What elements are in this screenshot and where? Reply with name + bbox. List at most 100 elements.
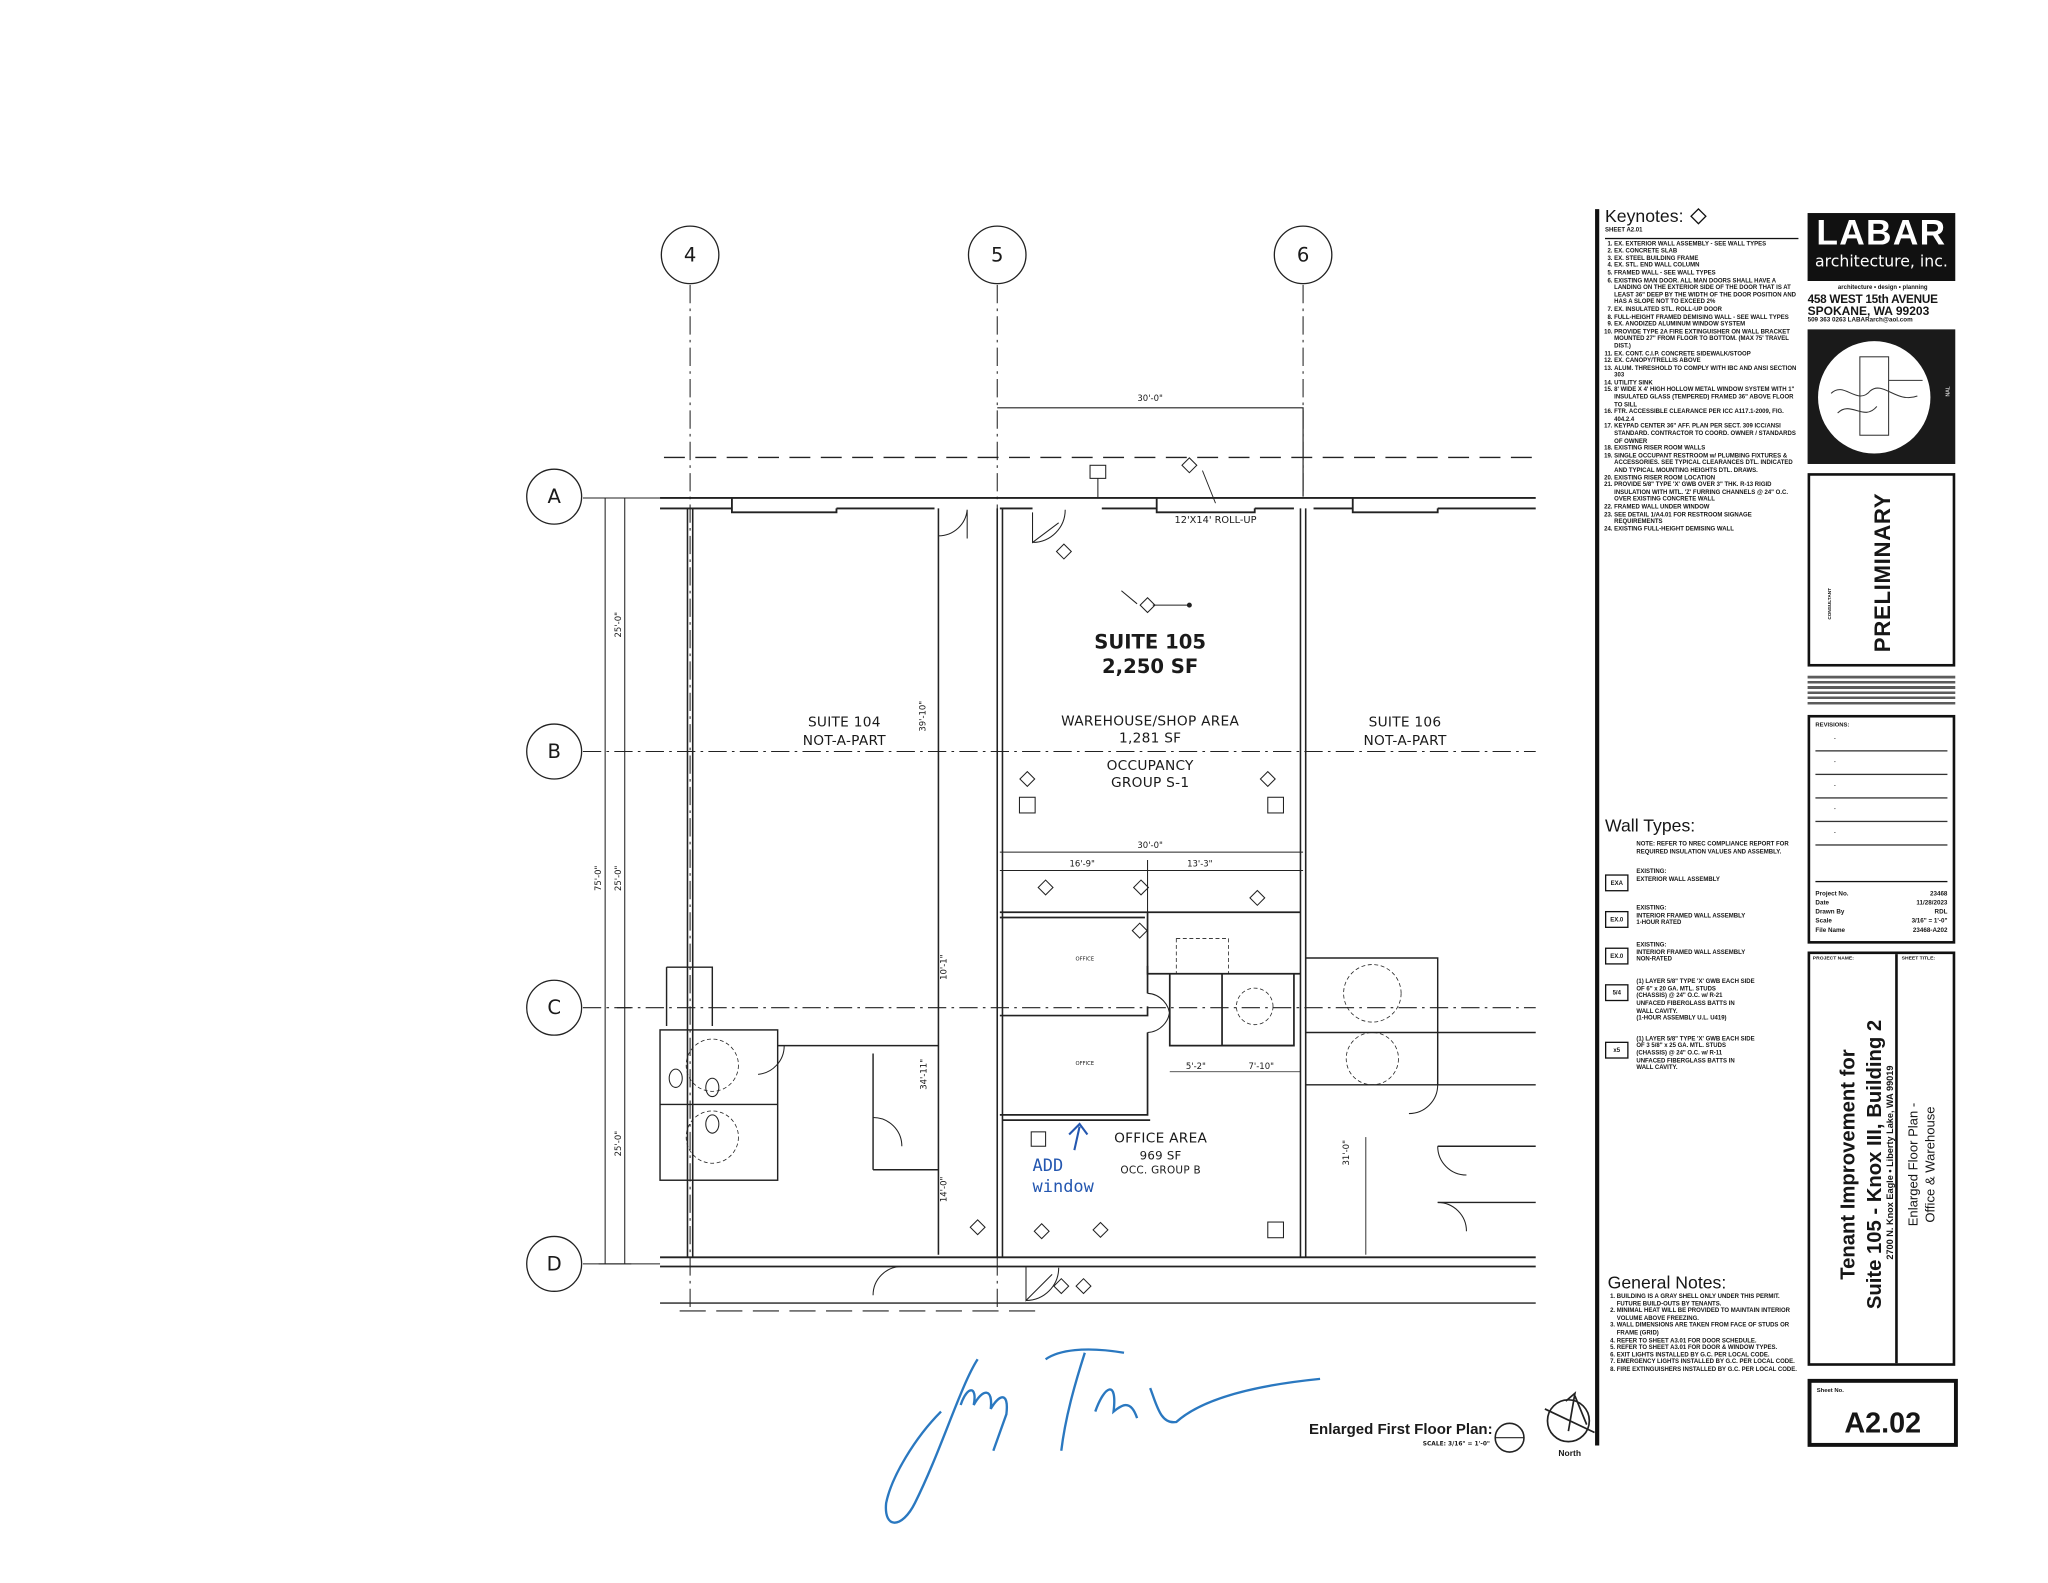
project-info-label: File Name [1815,927,1846,935]
wall-type-line: EXISTING: [1636,868,1667,875]
preliminary-label: PRELIMINARY [1870,492,1896,653]
keynote-item: EX. STEEL BUILDING FRAME [1614,255,1798,262]
dim-office-a: 10'-1" [939,954,949,980]
suite-106-note: NOT-A-PART [1363,733,1447,749]
wall-type-line: WALL CAVITY. [1636,1064,1678,1071]
seal-circle [1818,341,1931,454]
architect-seal: NAL [1807,329,1956,464]
office-area-sf: 969 SF [1140,1148,1182,1162]
firm-contact: 509 363 0263 LABARarch@aol.com [1807,317,1913,325]
keynote-diamond-icon [1689,207,1707,225]
revision-row: - [1815,728,1948,752]
handwritten-arrow [1068,1122,1089,1151]
keynotes-title: Keynotes: [1604,206,1684,227]
keynote-item: SINGLE OCCUPANT RESTROOM w/ PLUMBING FIX… [1614,452,1798,474]
keynote-item: FULL-HEIGHT FRAMED DEMISING WALL - SEE W… [1614,313,1798,320]
wall-type-line: (1) LAYER 5/8" TYPE 'X' GWB EACH SIDE [1636,977,1755,985]
project-info-value: 3/16" = 1'-0" [1911,918,1948,926]
wall-type-line: OF 3 5/8" x 25 GA. MTL. STUDS [1636,1042,1726,1049]
general-notes-panel: General Notes: BUILDING IS A GRAY SHELL … [1608,1273,1801,1373]
wall-type-line: 1-HOUR RATED [1636,919,1682,926]
wall-type-line: UNFACED FIBERGLASS BATTS IN [1636,999,1735,1007]
keynote-item: EXISTING FULL-HEIGHT DEMISING WALL [1614,525,1798,532]
keynote-item: EXISTING RISER ROOM LOCATION [1614,474,1798,481]
plan-title: Enlarged First Floor Plan: [1309,1421,1493,1438]
keynote-item: EX. INSULATED STL. ROLL-UP DOOR [1614,306,1798,313]
firm-tagline: architecture • design • planning [1837,283,1928,291]
wall-type-tag: x5 [1604,1041,1629,1059]
keynote-markers [969,457,1284,1295]
wall-type-row: 5/4 (1) LAYER 5/8" TYPE 'X' GWB EACH SIDE… [1604,978,1801,1022]
grid-label-c: C [547,996,561,1019]
grid-label-5: 5 [991,243,1003,266]
dim-mid-width: 30'-0" [1137,841,1163,851]
project-address: 2700 N. Knox Eagle • Liberty Lake, WA 99… [1886,1065,1896,1260]
north-label: North [1558,1448,1581,1458]
keynote-item: FTR. ACCESSIBLE CLEARANCE PER ICC A117.1… [1614,408,1798,423]
seal-side-label: NAL [1944,386,1951,397]
suite-105-area: 2,250 SF [1102,655,1198,678]
dim-right-depth: 31'-0" [1342,1140,1352,1166]
wall-type-line: (1-HOUR ASSEMBLY U.L. U419) [1636,1014,1727,1021]
project-box-divider [1895,954,1898,1364]
restrooms-west [659,966,939,1181]
firm-contact-block: architecture • design • planning 458 WES… [1808,284,1958,325]
handwritten-note-window: window [1033,1177,1095,1197]
project-info-value: 23468 [1929,891,1948,898]
project-name-box: PROJECT NAME: SHEET TITLE: Tenant Improv… [1807,951,1956,1366]
revision-row: - [1815,775,1948,799]
keynote-item: KEYPAD CENTER 36" AFF. PLAN PER SECT. 30… [1614,423,1798,445]
office-walls [999,911,1301,1121]
wall-type-tag: 5/4 [1604,984,1629,1002]
occupancy-label: OCCUPANCY [1107,758,1194,774]
grid-label-d: D [547,1252,562,1275]
wall-type-line: UNFACED FIBERGLASS BATTS IN [1636,1056,1735,1064]
sheet-number: A2.02 [1844,1406,1922,1440]
keynote-item: FRAMED WALL - SEE WALL TYPES [1614,269,1798,276]
keynote-item: EXISTING MAN DOOR. ALL MAN DOORS SHALL H… [1614,277,1798,306]
wall-type-line: (CHASSIS) @ 24" O.C. w/ R-11 [1636,1049,1723,1056]
keynotes-panel: Keynotes: SHEET A2.01 EX. EXTERIOR WALL … [1604,206,1799,533]
grid-label-b: B [547,740,560,763]
wall-types-title: Wall Types: [1604,815,1696,836]
left-dimension-lines [598,497,632,1265]
warehouse-area: 1,281 SF [1119,730,1181,746]
keynote-item: SEE DETAIL 1/A4.01 FOR RESTROOM SIGNAGE … [1614,510,1798,525]
dim-top-width: 30'-0" [1137,394,1163,404]
keynote-item: EXISTING RISER ROOM WALLS [1614,445,1798,452]
grid-bubbles [526,225,1333,1292]
keynote-item: UTILITY SINK [1614,379,1798,386]
project-info-label: Date [1815,900,1830,908]
suite-104-note: NOT-A-PART [803,733,887,749]
sheet-number-label: Sheet No. [1816,1386,1844,1394]
wall-types-panel: Wall Types: NOTE: REFER TO NREC COMPLIAN… [1604,815,1801,1072]
suite-105-label: SUITE 105 [1094,630,1206,653]
revision-row: - [1815,752,1948,776]
grid-label-6: 6 [1297,243,1309,266]
general-note-item: WALL DIMENSIONS ARE TAKEN FROM FACE OF S… [1617,1322,1801,1337]
project-name-line-1: Tenant Improvement for [1837,1049,1860,1280]
firm-address-2: SPOKANE, WA 99203 [1807,304,1930,318]
project-info-label: Project No. [1815,891,1849,898]
dim-left-bc: 25'-0" [614,865,624,891]
seal-stamp-icon [1830,356,1923,436]
project-info-label: Scale [1815,918,1832,926]
revisions-label: REVISIONS: [1815,721,1850,728]
suite-106-label: SUITE 106 [1369,715,1442,731]
signature [884,1348,1321,1524]
revision-row: - [1815,799,1948,823]
general-note-item: BUILDING IS A GRAY SHELL ONLY UNDER THIS… [1617,1293,1801,1308]
keynote-item: EX. CONT. C.I.P. CONCRETE SIDEWALK/STOOP [1614,350,1798,357]
wall-type-line: WALL CAVITY. [1636,1007,1678,1014]
